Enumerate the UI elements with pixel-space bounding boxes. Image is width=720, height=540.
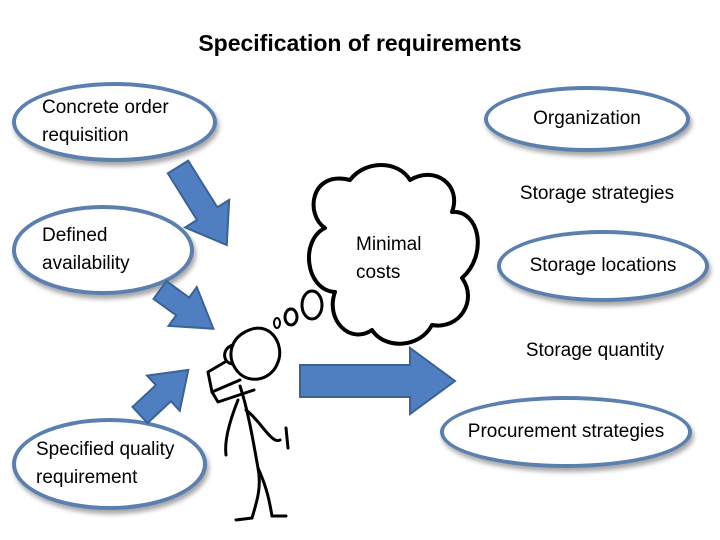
thought-cloud bbox=[307, 163, 480, 346]
organization-label: Organization bbox=[533, 108, 641, 129]
arrow-from-concrete-order bbox=[166, 159, 231, 247]
arrow-from-defined-availability bbox=[152, 279, 215, 330]
defined-availability-label: Defined availability bbox=[42, 225, 130, 274]
stick-figure bbox=[206, 326, 290, 522]
minimal-costs-label: Minimal costs bbox=[356, 234, 422, 283]
storage-strategies-label: Storage strategies bbox=[519, 183, 675, 204]
thought-circle-medium bbox=[283, 307, 299, 327]
diagram-title: Specification of requirements bbox=[198, 30, 522, 56]
thought-circle-large bbox=[300, 289, 324, 321]
specified-quality-requirement-label: Specified quality requirement bbox=[36, 439, 175, 488]
procurement-strategies-ellipse: Procurement strategies bbox=[440, 396, 692, 468]
organization-ellipse: Organization bbox=[484, 86, 690, 152]
storage-strategies-ellipse: Storage strategies bbox=[497, 172, 697, 216]
concrete-order-requisition-ellipse: Concrete order requisition bbox=[12, 82, 217, 162]
arrow-from-specified-quality bbox=[131, 368, 190, 425]
thought-circle-small bbox=[273, 317, 281, 329]
procurement-strategies-label: Procurement strategies bbox=[467, 421, 665, 442]
storage-locations-ellipse: Storage locations bbox=[497, 230, 709, 302]
arrow-to-outputs bbox=[299, 346, 457, 416]
storage-locations-label: Storage locations bbox=[529, 255, 677, 276]
defined-availability-ellipse: Defined availability bbox=[12, 205, 194, 295]
specified-quality-requirement-ellipse: Specified quality requirement bbox=[12, 418, 207, 510]
storage-quantity-label: Storage quantity bbox=[525, 340, 665, 361]
storage-quantity-ellipse: Storage quantity bbox=[503, 333, 687, 369]
concrete-order-requisition-label: Concrete order requisition bbox=[42, 97, 169, 146]
